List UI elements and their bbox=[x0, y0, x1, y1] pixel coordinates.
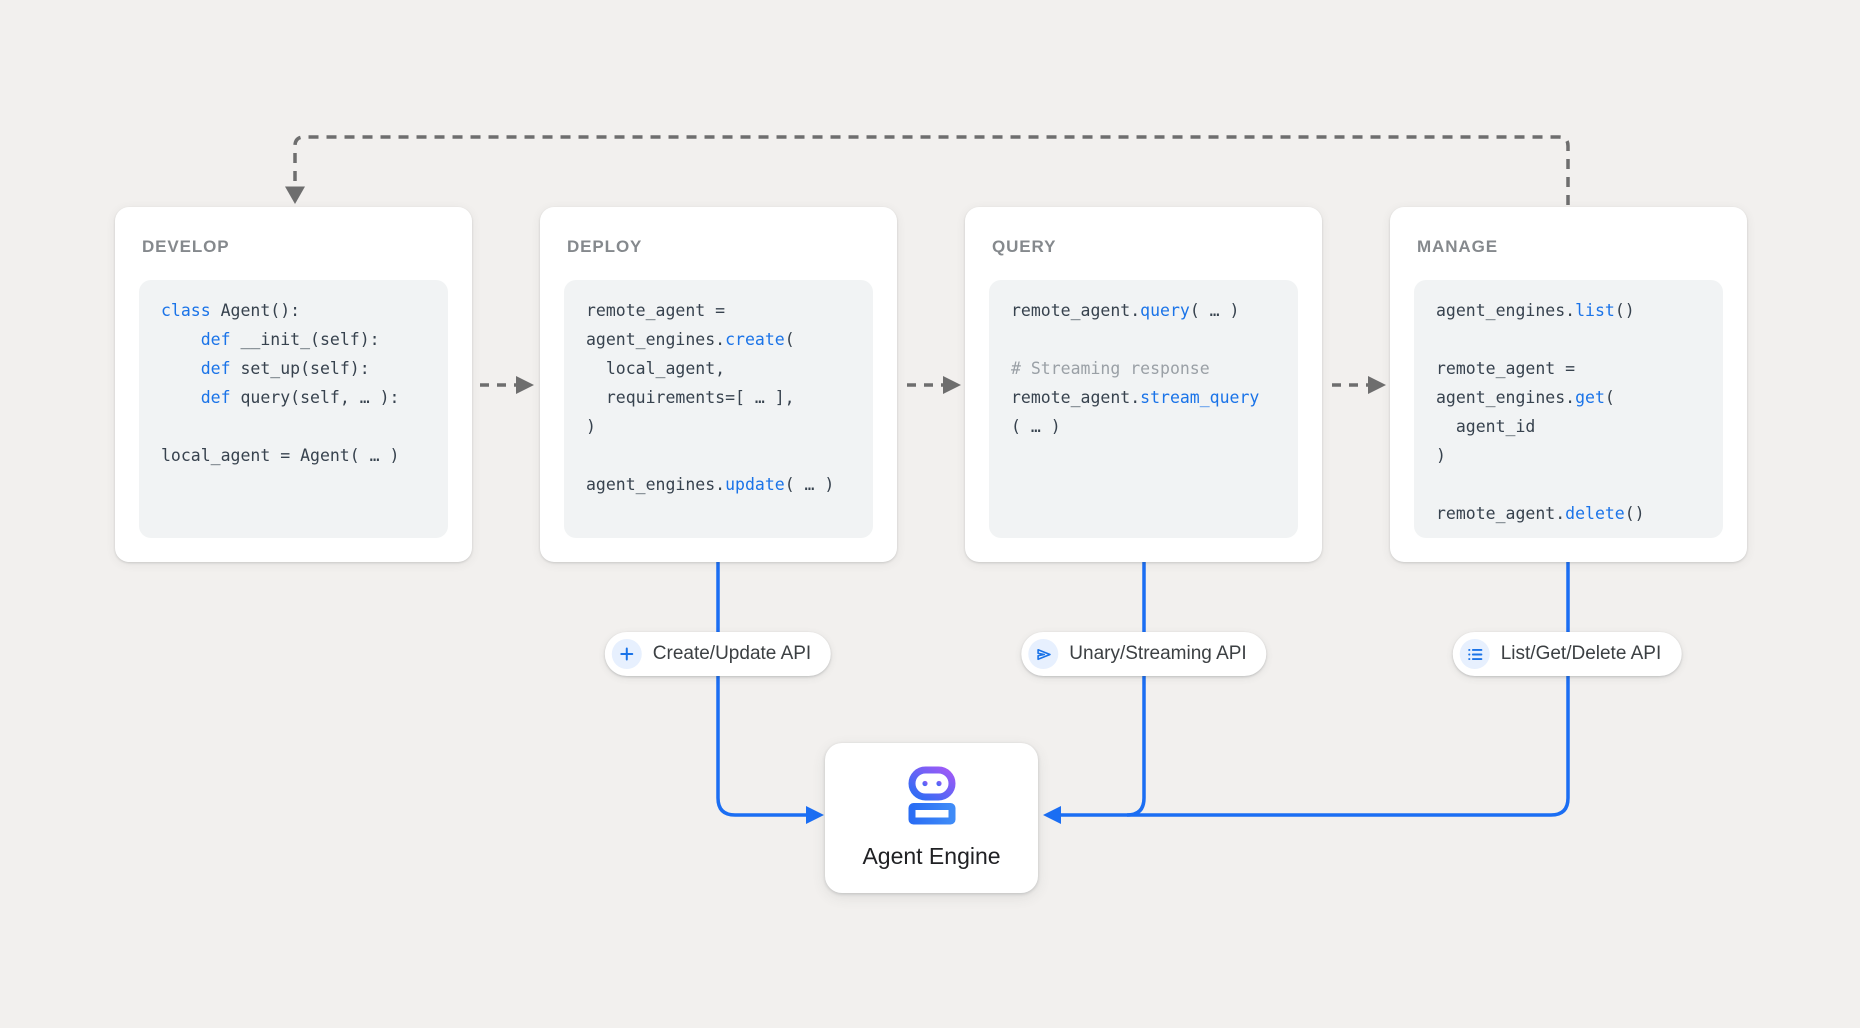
line-right-arrowhead-icon bbox=[1043, 806, 1061, 824]
api-pill-unary-streaming: Unary/Streaming API bbox=[1021, 632, 1267, 676]
api-pill-label: Unary/Streaming API bbox=[1069, 643, 1247, 664]
arrow-query-manage-head-icon bbox=[1368, 376, 1386, 394]
api-pill-list-get-delete: List/Get/Delete API bbox=[1452, 632, 1682, 676]
loop-arrowhead-down-icon bbox=[285, 186, 305, 204]
list-icon bbox=[1459, 639, 1490, 669]
plus-icon bbox=[611, 639, 642, 669]
card-title: DEVELOP bbox=[142, 237, 230, 256]
api-pill-label: List/Get/Delete API bbox=[1500, 643, 1662, 664]
card-title: QUERY bbox=[992, 237, 1057, 256]
code-block: remote_agent =agent_engines.create( loca… bbox=[564, 280, 873, 538]
card-manage: MANAGE agent_engines.list() remote_agent… bbox=[1390, 207, 1747, 562]
line-deploy-to-engine bbox=[716, 562, 808, 817]
code-block: class Agent(): def __init_(self): def se… bbox=[139, 280, 448, 538]
code-block: remote_agent.query( … ) # Streaming resp… bbox=[989, 280, 1298, 538]
agent-engine-node: Agent Engine bbox=[825, 743, 1038, 893]
send-icon bbox=[1028, 639, 1059, 669]
card-develop: DEVELOP class Agent(): def __init_(self)… bbox=[115, 207, 472, 562]
api-pill-label: Create/Update API bbox=[652, 643, 812, 664]
card-deploy: DEPLOY remote_agent =agent_engines.creat… bbox=[540, 207, 897, 562]
arrow-deploy-query-head-icon bbox=[943, 376, 961, 394]
agent-engine-label: Agent Engine bbox=[862, 843, 1001, 869]
code-block: agent_engines.list() remote_agent =agent… bbox=[1414, 280, 1723, 538]
arrow-develop-deploy-head-icon bbox=[516, 376, 534, 394]
card-title: MANAGE bbox=[1417, 237, 1498, 256]
card-query: QUERY remote_agent.query( … ) # Streamin… bbox=[965, 207, 1322, 562]
line-deploy-arrowhead-icon bbox=[806, 806, 824, 824]
api-pill-create-update: Create/Update API bbox=[604, 632, 832, 676]
line-manage-to-engine bbox=[1059, 562, 1570, 817]
line-query-to-engine bbox=[1126, 562, 1146, 817]
loop-manage-to-develop bbox=[293, 135, 1570, 205]
robot-icon bbox=[908, 766, 956, 830]
card-title: DEPLOY bbox=[567, 237, 643, 256]
